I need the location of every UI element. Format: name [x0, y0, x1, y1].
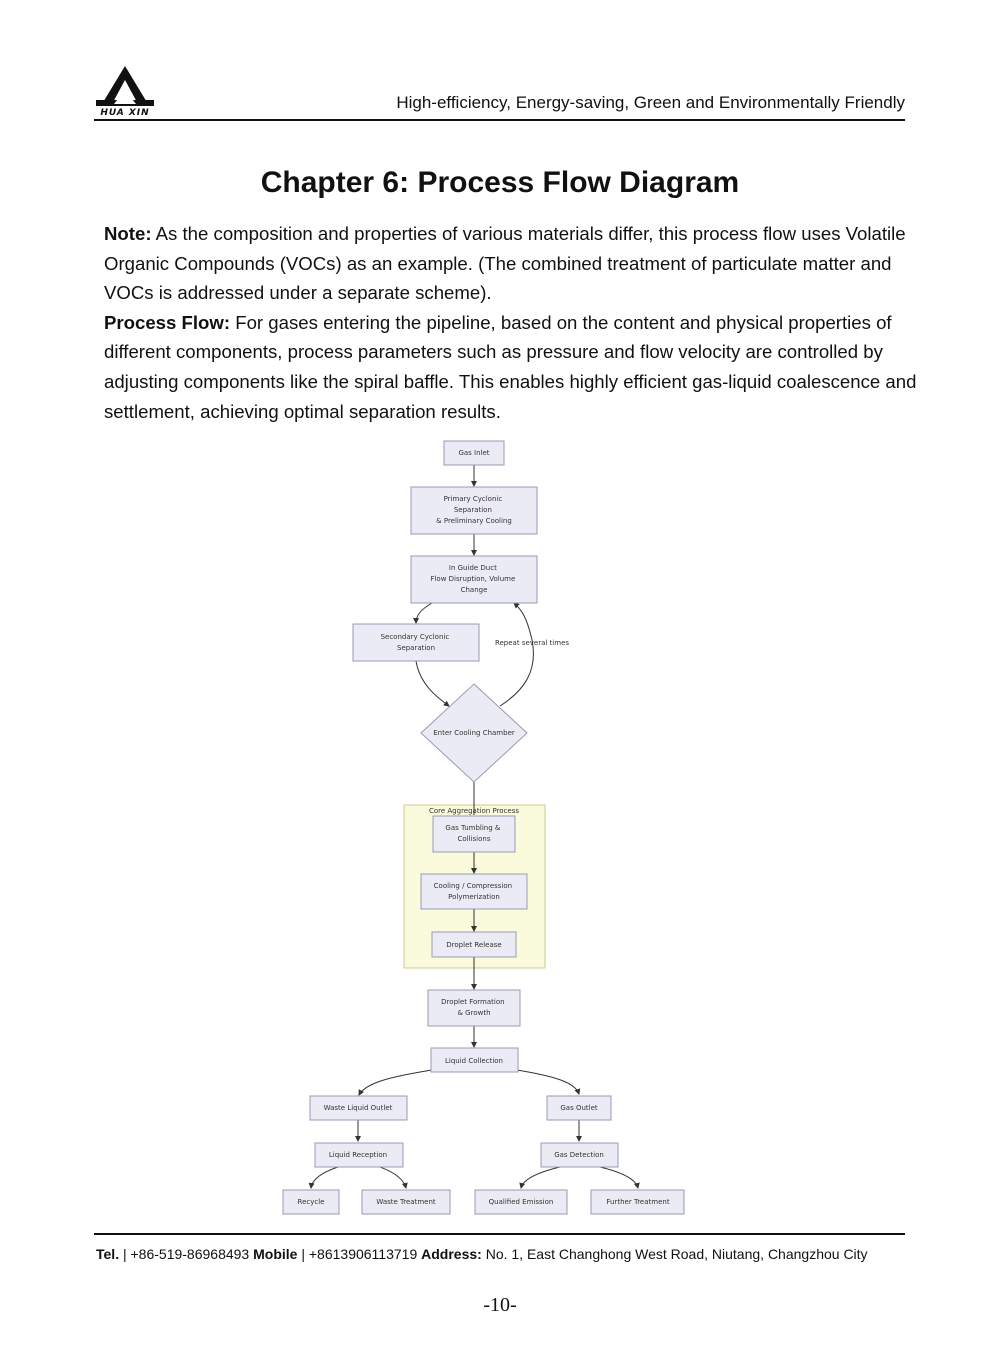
svg-text:Recycle: Recycle — [298, 1198, 325, 1206]
node-gas-tumbling: Gas Tumbling & Collisions — [432, 815, 516, 853]
node-gas-inlet: Gas Inlet — [443, 440, 505, 466]
svg-text:Gas Outlet: Gas Outlet — [560, 1104, 598, 1112]
tel-value: | +86-519-86968493 — [119, 1246, 254, 1262]
edge-detection-emission — [519, 1166, 561, 1189]
header-tagline: High-efficiency, Energy-saving, Green an… — [396, 93, 905, 112]
svg-text:Gas Tumbling & Collision: Gas Tumbling & Collisions — [445, 824, 502, 843]
logo-text: HUA XIN — [100, 108, 150, 118]
footer-rule — [94, 1233, 905, 1235]
node-droplet-formation: Droplet Formation & Growth — [427, 989, 521, 1027]
note-paragraph: Note: As the composition and properties … — [104, 219, 924, 308]
reception-label: Liquid Reception — [329, 1151, 387, 1159]
svg-text:Gas Detection: Gas Detection — [554, 1151, 604, 1159]
edge-collection-gas-outlet — [516, 1069, 581, 1095]
svg-text:Qualified Emission: Qualified Emission — [489, 1198, 554, 1206]
node-liquid-collection: Liquid Collection — [430, 1047, 519, 1073]
formation-line-1: Droplet Formation — [441, 998, 504, 1006]
page-number: -10- — [483, 1294, 517, 1316]
page-title: Chapter 6: Process Flow Diagram — [260, 166, 740, 199]
mobile-label: Mobile — [253, 1246, 298, 1262]
recycle-label: Recycle — [298, 1198, 325, 1206]
node-cooling-compression: Cooling / Compression Polymerization — [420, 873, 528, 910]
svg-text:Further Treatment: Further Treatment — [606, 1198, 669, 1206]
address-value: No. 1, East Changhong West Road, Niutang… — [481, 1246, 868, 1262]
waste-outlet-label: Waste Liquid Outlet — [324, 1104, 393, 1112]
node-droplet-release: Droplet Release — [431, 931, 517, 958]
svg-text:Secondary Cyclonic Separ: Secondary Cyclonic Separation — [381, 633, 452, 652]
collection-label: Liquid Collection — [445, 1057, 503, 1065]
edge-secondary-chamber — [415, 660, 450, 707]
emission-label: Qualified Emission — [489, 1198, 554, 1206]
chamber-label: Enter Cooling Chamber — [433, 729, 515, 737]
edges — [308, 465, 640, 1189]
note-text: As the composition and properties of var… — [104, 223, 906, 304]
duct-line-1: In Guide Duct — [449, 564, 497, 572]
svg-text:Droplet Release: Droplet Release — [446, 941, 501, 949]
node-gas-outlet: Gas Outlet — [546, 1095, 612, 1121]
compression-line-1: Cooling / Compression — [434, 882, 512, 890]
edge-reception-recycle — [308, 1166, 339, 1189]
svg-text:Waste Treatment: Waste Treatment — [376, 1198, 436, 1206]
node-further-treatment: Further Treatment — [590, 1189, 685, 1215]
secondary-line-2: Separation — [397, 644, 435, 652]
process-flow-text: For gases entering the pipeline, based o… — [104, 311, 917, 422]
svg-text:Droplet Formation & Grow: Droplet Formation & Growth — [441, 998, 507, 1017]
compression-line-2: Polymerization — [448, 893, 500, 901]
duct-line-3: Change — [461, 586, 488, 594]
edge-collection-waste-outlet — [358, 1069, 433, 1096]
edge-chamber-duct-repeat — [499, 602, 534, 707]
primary-line-3: & Preliminary Cooling — [436, 517, 512, 525]
gas-outlet-label: Gas Outlet — [560, 1104, 598, 1112]
edge-detection-further-treatment — [599, 1166, 640, 1189]
svg-text:Gas Inlet: Gas Inlet — [458, 449, 489, 457]
primary-line-1: Primary Cyclonic — [444, 495, 503, 503]
edge-reception-waste-treatment — [379, 1166, 408, 1189]
process-flow-label: Process Flow: — [104, 311, 231, 333]
duct-line-2: Flow Disruption, Volume — [430, 575, 515, 583]
logo-mark-icon — [96, 66, 154, 106]
process-flow-paragraph: Process Flow: For gases entering the pip… — [104, 308, 924, 426]
formation-line-2: & Growth — [457, 1009, 490, 1017]
tumbling-line-2: Collisions — [458, 835, 491, 843]
svg-text:In Guide Duct Flow Disru: In Guide Duct Flow Disruption, Volume Ch… — [430, 564, 517, 594]
repeat-label: Repeat several times — [495, 639, 569, 647]
node-cooling-chamber: Enter Cooling Chamber — [420, 683, 528, 783]
further-treatment-label: Further Treatment — [606, 1198, 669, 1206]
body-text: Note: As the composition and properties … — [104, 219, 924, 426]
tel-label: Tel. — [96, 1246, 120, 1262]
company-logo: HUA XIN — [94, 64, 156, 118]
mobile-value: | +8613906113719 — [297, 1246, 422, 1262]
release-label: Droplet Release — [446, 941, 501, 949]
svg-text:Enter Cooling Chamber: Enter Cooling Chamber — [433, 729, 515, 737]
header-rule — [94, 119, 905, 121]
svg-text:Liquid Collection: Liquid Collection — [445, 1057, 503, 1065]
contact-footer: Tel. | +86-519-86968493 Mobile | +861390… — [96, 1246, 916, 1262]
svg-text:Waste Liquid Outlet: Waste Liquid Outlet — [324, 1104, 393, 1112]
detection-label: Gas Detection — [554, 1151, 604, 1159]
svg-text:Liquid Reception: Liquid Reception — [329, 1151, 387, 1159]
primary-line-2: Separation — [454, 506, 492, 514]
svg-text:Cooling / Compression Po: Cooling / Compression Polymerization — [434, 882, 515, 901]
node-liquid-reception: Liquid Reception — [314, 1142, 404, 1168]
node-guide-duct: In Guide Duct Flow Disruption, Volume Ch… — [410, 555, 538, 604]
node-recycle: Recycle — [282, 1189, 340, 1215]
node-secondary-separation: Secondary Cyclonic Separation — [352, 623, 480, 662]
waste-treatment-label: Waste Treatment — [376, 1198, 436, 1206]
node-qualified-emission: Qualified Emission — [474, 1189, 568, 1215]
note-label: Note: — [104, 223, 152, 244]
edge-duct-secondary — [413, 602, 433, 624]
node-primary-separation: Primary Cyclonic Separation & Preliminar… — [410, 486, 538, 535]
gas-inlet-label: Gas Inlet — [458, 449, 489, 457]
node-waste-liquid-outlet: Waste Liquid Outlet — [309, 1095, 408, 1121]
node-gas-detection: Gas Detection — [540, 1142, 619, 1168]
node-waste-treatment: Waste Treatment — [361, 1189, 451, 1215]
address-label: Address: — [421, 1246, 482, 1262]
secondary-line-1: Secondary Cyclonic — [381, 633, 450, 641]
tumbling-line-1: Gas Tumbling & — [445, 824, 500, 832]
svg-text:Primary Cyclonic Separat: Primary Cyclonic Separation & Preliminar… — [436, 495, 512, 525]
